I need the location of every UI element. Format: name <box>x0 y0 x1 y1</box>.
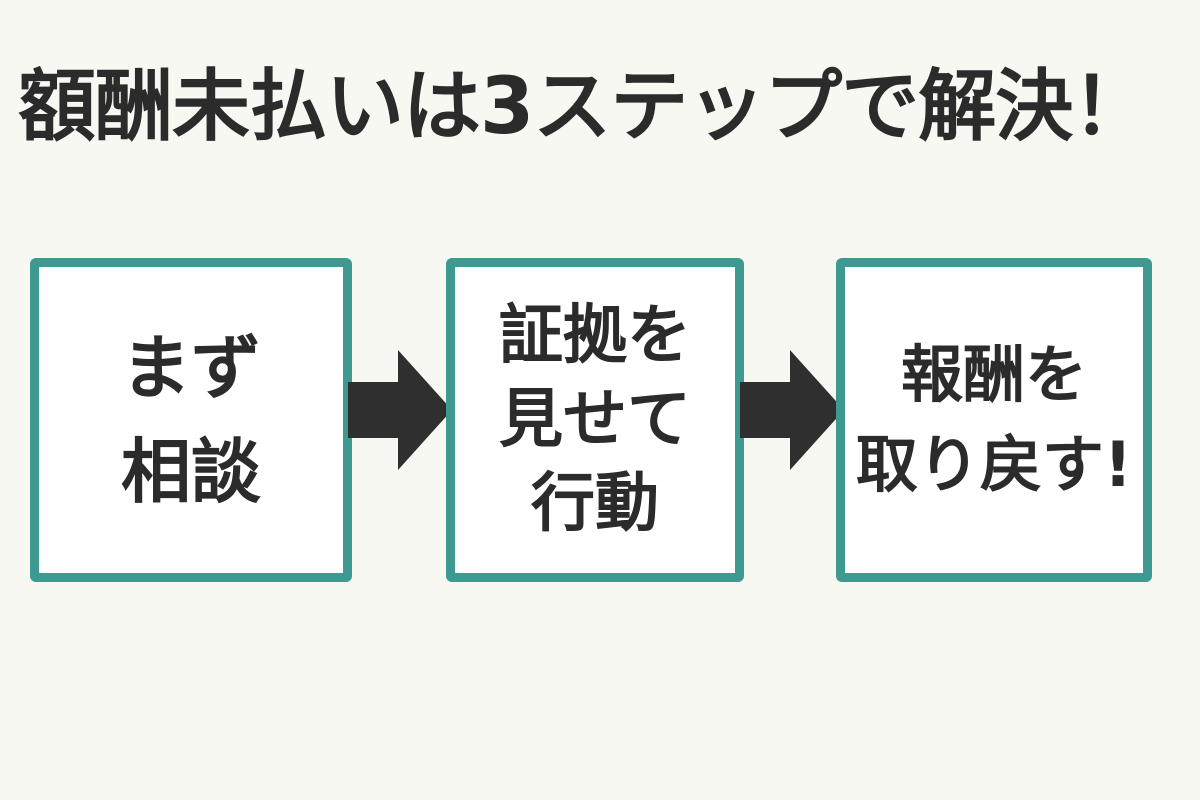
step-3-line-2: 取り戻す! <box>855 428 1133 501</box>
step-2-line-1: 証拠を <box>499 299 691 373</box>
step-1-line-2: 相談 <box>121 431 261 513</box>
step-3-line-1: 報酬を <box>900 338 1087 411</box>
step-2-line-3: 行動 <box>531 467 659 541</box>
step-box-1: まず 相談 <box>30 258 352 582</box>
step-box-3: 報酬を 取り戻す! <box>836 258 1152 582</box>
arrow-right-icon <box>740 350 844 470</box>
arrow-right-icon <box>348 350 452 470</box>
page-title: 額酬未払いは3ステップで解決！ <box>18 62 1150 152</box>
step-1-line-1: まず <box>121 327 261 409</box>
step-box-2: 証拠を 見せて 行動 <box>446 258 744 582</box>
step-2-line-2: 見せて <box>499 383 691 457</box>
